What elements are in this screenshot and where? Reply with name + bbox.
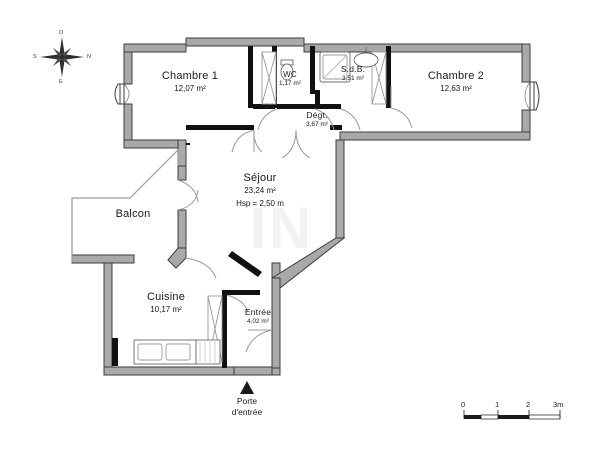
- wall-right-upper: [521, 43, 531, 83]
- door-balcon-2: [177, 189, 199, 211]
- wall-wc-right: [310, 46, 315, 94]
- wall-degt-top: [253, 104, 275, 109]
- wall-sejour-north-thin: [186, 143, 190, 145]
- wall-degt-bottom-left: [186, 125, 254, 130]
- wall-sdb-left-bottom: [315, 104, 341, 109]
- door-chambre1: [253, 129, 263, 153]
- compass-rose-icon: [40, 37, 84, 77]
- bathtub-icon: [319, 51, 351, 83]
- wall-balcony-right-lower: [177, 209, 187, 249]
- wall-cuisine-top: [71, 254, 135, 264]
- fixtures-group: [133, 47, 379, 365]
- hatch-group: [207, 51, 387, 363]
- balcony-outline-group: [71, 148, 179, 262]
- scale-tick-1: 1: [495, 400, 500, 409]
- wall-top-step: [185, 37, 305, 47]
- door-degt-2: [314, 108, 335, 131]
- wall-wc-bottom: [277, 104, 315, 109]
- entry-door-label-line2: d'entrée: [231, 407, 263, 418]
- wall-sejour-diag-thin: [228, 251, 262, 277]
- wall-sdb-left: [315, 90, 320, 108]
- door-cuisine: [185, 257, 217, 279]
- door-degt-4: [295, 129, 311, 159]
- door-chambre2: [390, 107, 413, 129]
- wall-entree-lintel: [222, 290, 260, 295]
- door-sdb: [340, 108, 361, 131]
- kitchen-hob-icon: [195, 339, 221, 365]
- wall-left-chambre1-upper: [123, 51, 133, 85]
- compass-label-bottom: E: [59, 79, 63, 85]
- wall-left-chambre1-lower: [123, 103, 133, 141]
- wall-balcony-right-upper: [177, 165, 187, 181]
- toilet-icon: [280, 59, 294, 81]
- entry-door-marker: [240, 381, 254, 394]
- wall-cuisine-left: [103, 262, 113, 376]
- compass-label-right: N: [87, 54, 91, 60]
- window-chambre1: [114, 83, 130, 105]
- door-entree: [245, 329, 273, 353]
- door-degt-3: [281, 129, 297, 159]
- sink-icon-sdb: [353, 47, 379, 68]
- wall-group-thick: [71, 37, 531, 376]
- wall-cuisine-entree-top: [222, 290, 227, 296]
- kitchen-sink-icon: [133, 339, 197, 365]
- scale-tick-3: 3m: [553, 400, 564, 409]
- window-chambre2: [524, 81, 540, 111]
- wall-sejour-right: [335, 139, 345, 239]
- wall-balcony-corner: [167, 247, 187, 269]
- door-cuisine-entree: [226, 294, 249, 313]
- wall-cuisine-bottom: [103, 366, 235, 376]
- scale-bar-graphic: [463, 410, 561, 420]
- window-group: [114, 81, 540, 111]
- compass-label-top: O: [59, 30, 64, 36]
- wall-degt-bottom-right: [330, 125, 342, 130]
- wall-top-right: [303, 43, 531, 53]
- balcony-outline: [71, 148, 179, 256]
- wall-chambre1-bottom: [123, 139, 187, 149]
- wall-chambre2-bottom: [339, 131, 531, 141]
- entry-door-label-line1: Porte: [236, 396, 258, 406]
- scale-tick-0: 0: [461, 400, 466, 409]
- wall-sejour-left: [177, 139, 187, 169]
- wall-sejour-angled: [271, 237, 346, 289]
- entry-door-label: Porte d'entrée: [212, 396, 282, 418]
- wall-top-left: [123, 43, 187, 53]
- door-group: [177, 86, 413, 353]
- kitchen-counter-edge: [112, 338, 118, 366]
- wall-chambre1-right: [248, 46, 253, 108]
- door-degt-1: [257, 108, 278, 131]
- wall-chambre2-left: [386, 46, 391, 108]
- door-balcon-1: [177, 179, 199, 203]
- wall-group-thin: [112, 46, 391, 368]
- compass-label-left: S: [33, 54, 37, 60]
- wall-entree-left-lower: [271, 277, 281, 369]
- wall-cuisine-entree: [222, 290, 227, 368]
- scale-tick-2: 2: [526, 400, 531, 409]
